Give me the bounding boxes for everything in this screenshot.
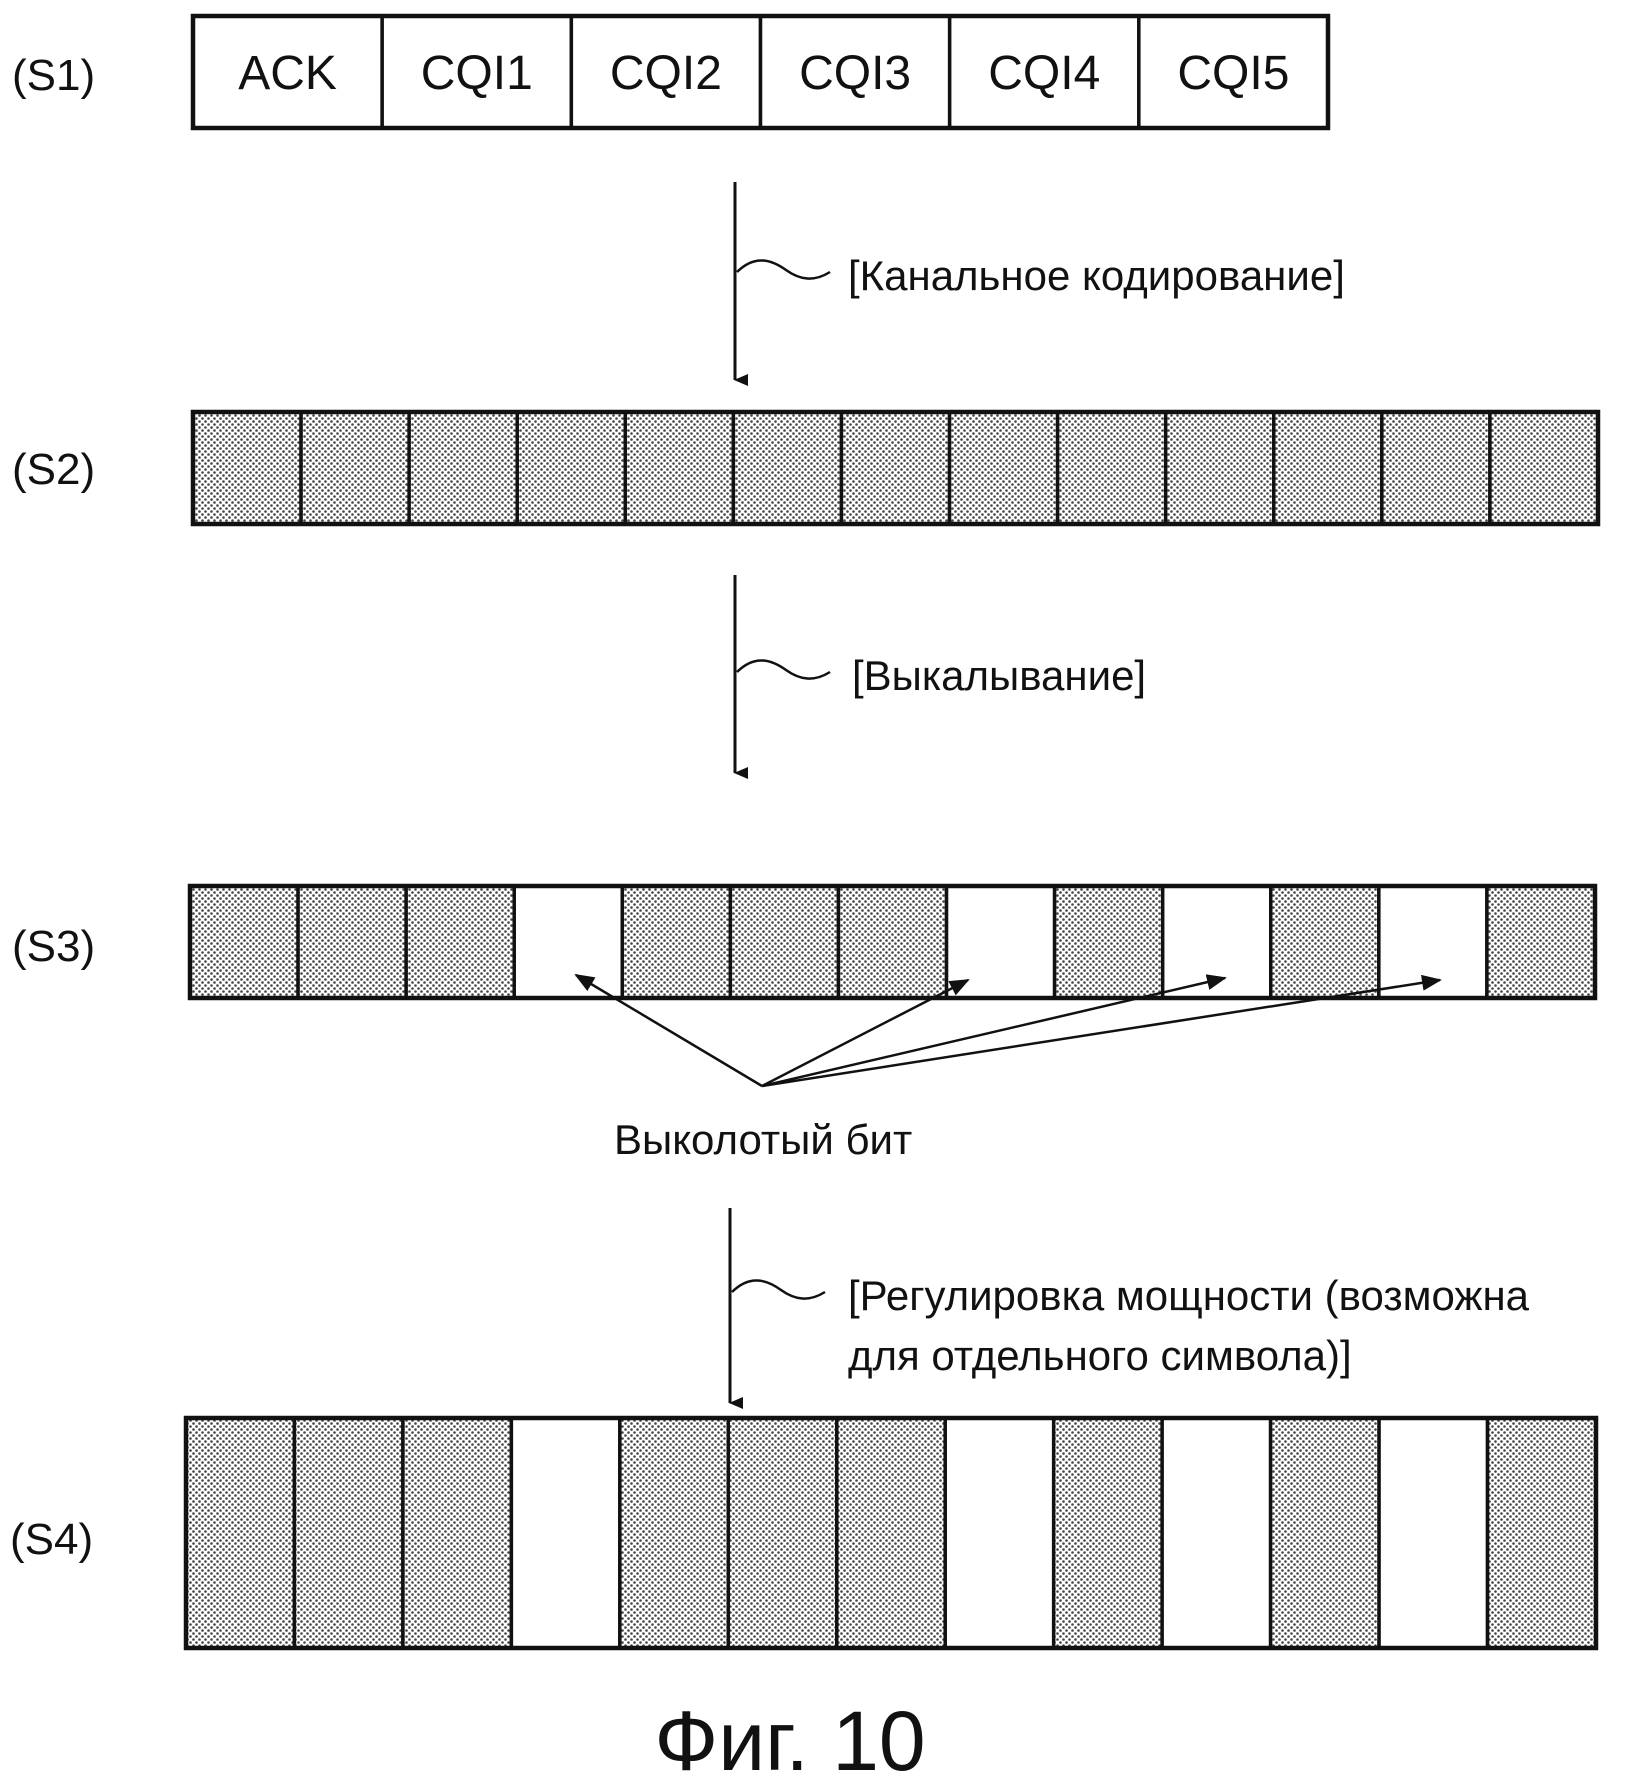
s4-symbol-1-coded: [184, 1416, 297, 1650]
s2-symbol-9-coded: [1055, 410, 1168, 526]
step-label-s4: (S4): [10, 1515, 93, 1564]
s2-symbol-10-coded: [1163, 410, 1276, 526]
s2-symbol-12-coded: [1380, 410, 1492, 526]
s4-symbol-13-coded: [1485, 1416, 1598, 1650]
s4-symbol-11-coded: [1268, 1416, 1381, 1650]
s3-symbol-2-coded: [296, 884, 408, 1000]
s3-symbol-13-coded: [1485, 884, 1597, 1000]
s1-field-label-cqi3: CQI3: [799, 47, 911, 100]
s2-bar-outline: [190, 409, 1601, 527]
pointer-to-punctured-12: [761, 974, 1442, 1088]
s3-symbol-6-coded: [728, 884, 841, 1000]
s2-coded-symbol-bar: [190, 409, 1601, 527]
s3-symbol-3-coded: [404, 884, 516, 1000]
s3-bar-outline: [187, 883, 1598, 1001]
s2-symbol-3-coded: [407, 410, 519, 526]
s3-symbol-11-coded: [1269, 884, 1381, 1000]
s4-symbol-7-coded: [835, 1416, 947, 1650]
s4-symbol-8-punctured: [943, 1416, 1056, 1650]
s4-symbol-5-coded: [618, 1416, 731, 1650]
s3-symbol-5-coded: [620, 884, 733, 1000]
s3-symbol-9-coded: [1052, 884, 1165, 1000]
s2-symbol-5-coded: [623, 410, 736, 526]
s3-symbol-1-coded: [188, 884, 300, 1000]
s4-power-controlled-symbol-bar: [183, 1415, 1599, 1651]
s1-field-label-cqi4: CQI4: [988, 47, 1100, 100]
pointer-to-punctured-10: [761, 974, 1227, 1088]
process-label-channel-coding: [Канальное кодирование]: [848, 252, 1345, 299]
s1-field-box-cqi5: [1137, 14, 1330, 130]
s2-symbol-4-coded: [515, 410, 628, 526]
leader-squiggle-channel-coding: [736, 259, 831, 280]
s1-bar-outline: [190, 13, 1331, 131]
step-label-s1: (S1): [12, 51, 95, 100]
s4-symbol-10-punctured: [1160, 1416, 1273, 1650]
s2-symbol-1-coded: [191, 410, 303, 526]
s4-symbol-9-coded: [1051, 1416, 1164, 1650]
process-label-puncturing: [Выкалывание]: [852, 652, 1146, 699]
leader-squiggle-power-control: [731, 1279, 826, 1300]
s4-bar-outline: [183, 1415, 1599, 1651]
s2-symbol-13-coded: [1488, 410, 1600, 526]
step-label-s2: (S2): [12, 445, 95, 494]
s1-field-label-cqi5: CQI5: [1177, 47, 1289, 100]
s4-symbol-12-punctured: [1377, 1416, 1490, 1650]
s2-symbol-11-coded: [1272, 410, 1384, 526]
s2-symbol-6-coded: [731, 410, 844, 526]
punctured-bit-label: Выколотый бит: [614, 1116, 912, 1163]
process-label-power-control-line1: [Регулировка мощности (возможна: [848, 1272, 1530, 1319]
s4-symbol-2-coded: [292, 1416, 405, 1650]
s4-symbol-6-coded: [726, 1416, 839, 1650]
figure-caption: Фиг. 10: [654, 1694, 925, 1788]
s1-field-label-cqi1: CQI1: [421, 47, 533, 100]
s1-field-label-cqi2: CQI2: [610, 47, 722, 100]
s4-symbol-3-coded: [401, 1416, 514, 1650]
s3-symbol-4-punctured: [512, 884, 625, 1000]
pointer-to-punctured-8: [761, 978, 970, 1088]
step-label-s3: (S3): [12, 922, 95, 971]
s2-symbol-8-coded: [947, 410, 1060, 526]
leader-squiggle-puncturing: [736, 659, 831, 680]
s3-symbol-8-punctured: [944, 884, 1057, 1000]
punctured-bit-pointers: [574, 973, 1442, 1088]
s4-symbol-4-punctured: [509, 1416, 622, 1650]
pointer-to-punctured-4: [574, 973, 763, 1088]
s1-field-box-cqi1: [380, 14, 574, 130]
s3-punctured-symbol-bar: [187, 883, 1598, 1001]
s2-symbol-2-coded: [299, 410, 411, 526]
s1-control-info-bar: ACK CQI1 CQI2 CQI3 CQI4 CQI5: [190, 13, 1331, 131]
process-label-power-control-line2: для отдельного символа)]: [848, 1332, 1352, 1379]
s1-field-label-ack: ACK: [238, 47, 337, 100]
s2-symbol-7-coded: [839, 410, 952, 526]
s3-symbol-7-coded: [836, 884, 949, 1000]
